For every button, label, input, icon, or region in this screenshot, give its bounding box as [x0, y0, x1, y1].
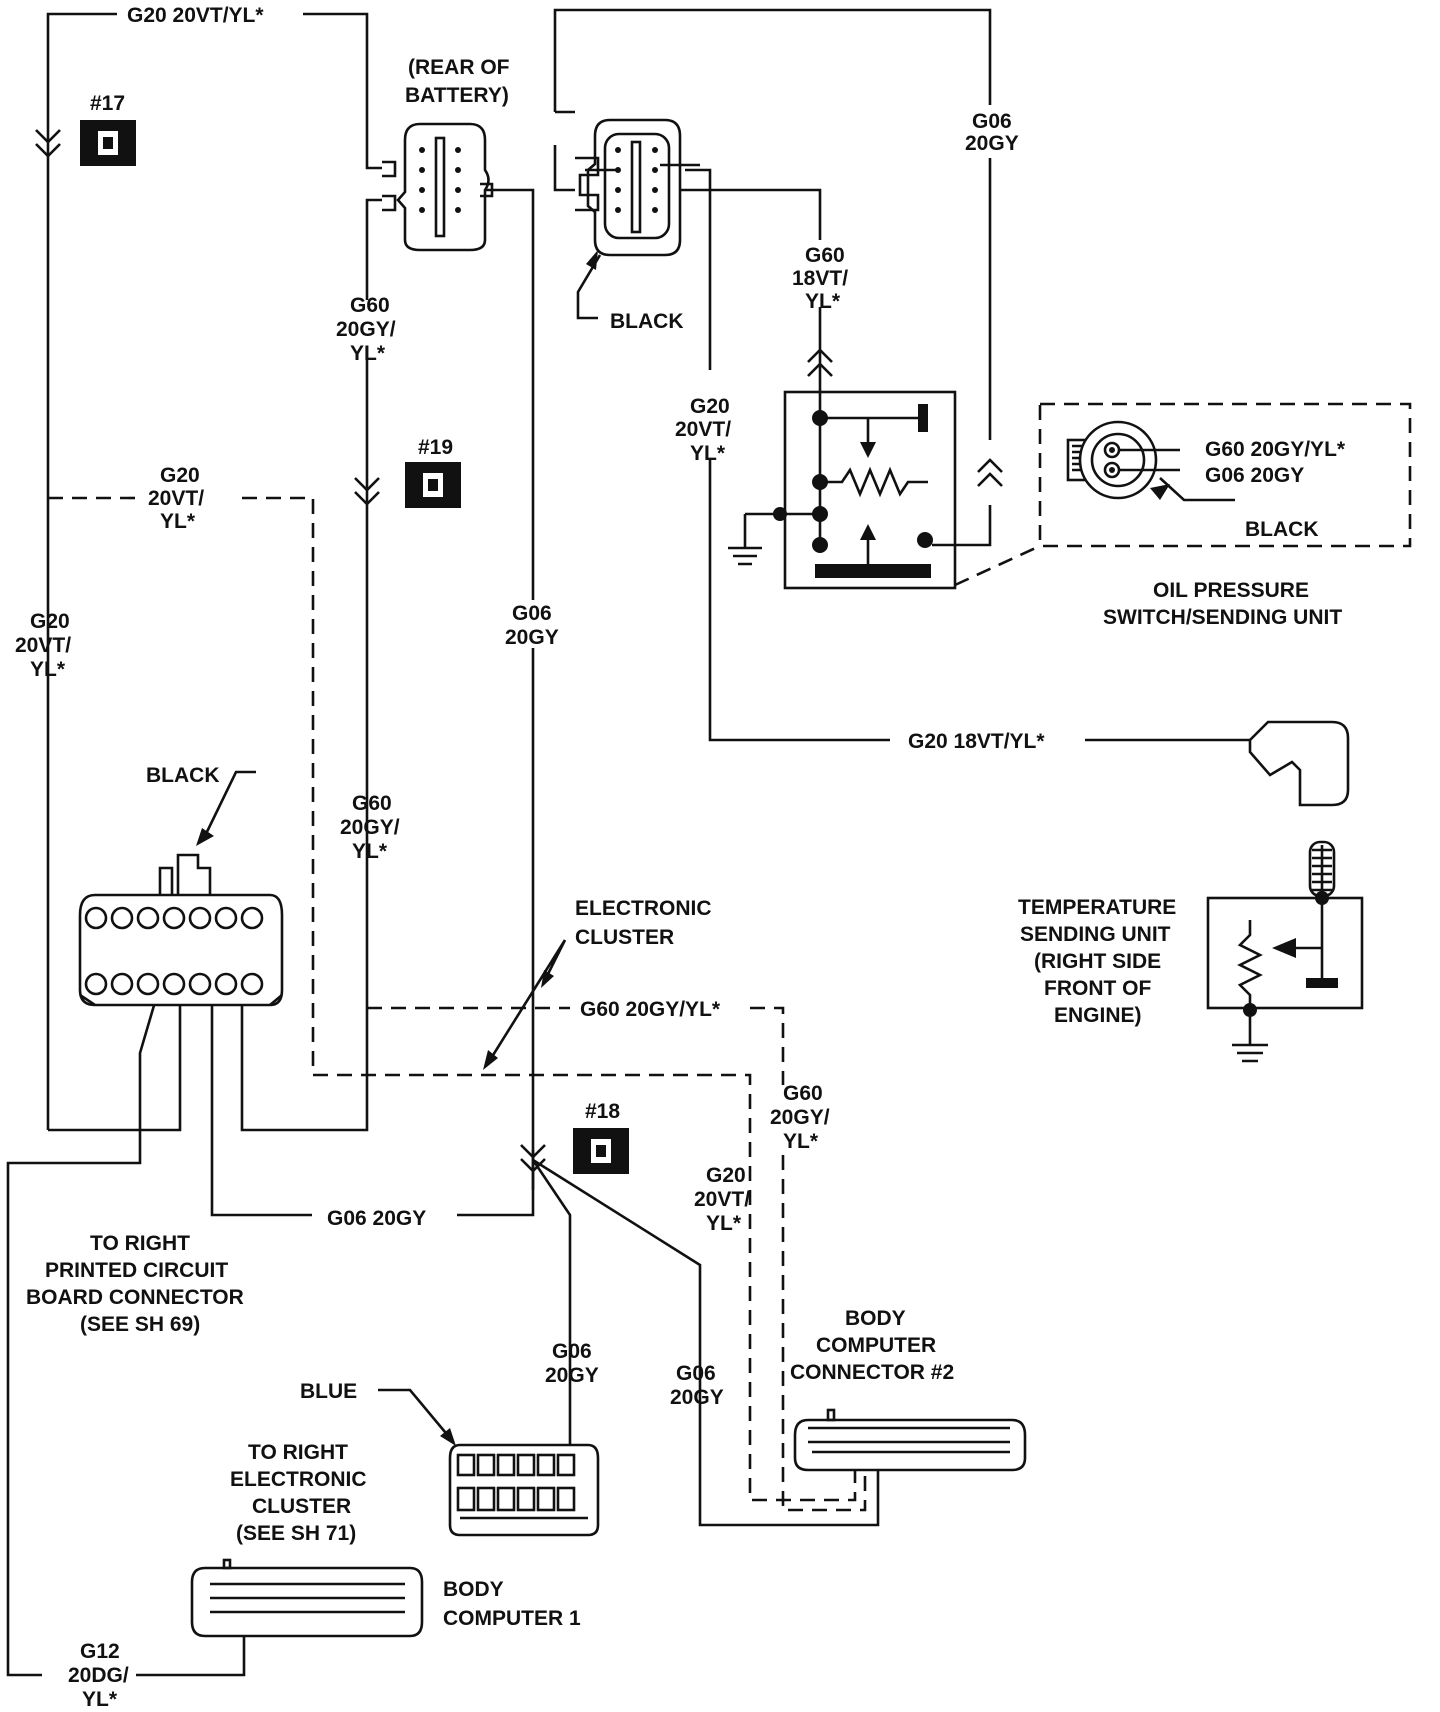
black-left-arrowhead [196, 828, 214, 846]
labels: G20 20VT/YL* #17 (REAR OF BATTERY) G06 2… [15, 4, 1346, 1711]
label-right-ec-4: (SEE SH 71) [236, 1522, 356, 1545]
label-g60-right-1: G60 [783, 1082, 823, 1105]
splice-18-badge [573, 1128, 629, 1174]
label-g20-left-2: 20VT/ [15, 634, 71, 657]
label-body-comp2-2: COMPUTER [816, 1334, 936, 1357]
label-oil-g06: G06 20GY [1205, 464, 1304, 487]
label-temp-2: SENDING UNIT [1020, 923, 1171, 946]
black-left-arrow [202, 770, 256, 839]
label-splice-17: #17 [90, 92, 125, 115]
label-g06-bc2-1: G06 [676, 1362, 716, 1385]
label-rear-of-battery-1: (REAR OF [408, 56, 510, 79]
body-computer-connector-2 [793, 1408, 1027, 1472]
label-g60-upper-2: 20GY/ [336, 318, 396, 341]
black-connector-top [575, 118, 700, 257]
label-g20-left-1: G20 [30, 610, 70, 633]
battery-connector [382, 122, 494, 252]
inline-connector-symbols [35, 129, 1003, 1173]
label-temp-3: (RIGHT SIDE [1034, 950, 1161, 973]
label-oil-title-1: OIL PRESSURE [1153, 579, 1309, 602]
label-g20-right-3: YL* [690, 442, 726, 465]
label-temp-1: TEMPERATURE [1018, 896, 1176, 919]
label-electronic-cluster-1: ELECTRONIC [575, 897, 712, 920]
label-right-pcb-1: TO RIGHT [90, 1232, 190, 1255]
label-g20-low-1: G20 [706, 1164, 746, 1187]
blue-arrow [378, 1388, 451, 1439]
label-g20-low-3: YL* [706, 1212, 742, 1235]
label-g60-lower-1: G60 [352, 792, 392, 815]
label-g20-mid-1: G20 [160, 464, 200, 487]
label-g06-bottom: G06 20GY [327, 1207, 426, 1230]
label-oil-title-2: SWITCH/SENDING UNIT [1103, 606, 1342, 629]
label-right-pcb-3: BOARD CONNECTOR [26, 1286, 244, 1309]
wires [6, 8, 1250, 1677]
label-g60-dashed: G60 20GY/YL* [580, 998, 721, 1021]
label-g20-left-3: YL* [30, 658, 66, 681]
label-temp-5: ENGINE) [1054, 1004, 1142, 1027]
body-computer-1-connector [190, 1558, 424, 1638]
label-g60-upper-1: G60 [350, 294, 390, 317]
splice-19-badge [405, 462, 461, 508]
label-right-ec-1: TO RIGHT [248, 1441, 348, 1464]
oil-pressure-switch-schematic [728, 390, 957, 590]
label-body-comp2-3: CONNECTOR #2 [790, 1361, 954, 1384]
label-g06-blue-2: 20GY [545, 1364, 599, 1387]
label-g60-18-3: YL* [805, 290, 841, 313]
label-g60-18-2: 18VT/ [792, 267, 848, 290]
label-g06-mid-1: G06 [512, 602, 552, 625]
label-g06-bc2-2: 20GY [670, 1386, 724, 1409]
label-g60-lower-2: 20GY/ [340, 816, 400, 839]
label-blue: BLUE [300, 1380, 357, 1403]
black-top-arrow [576, 254, 602, 320]
label-g20-low-2: 20VT/ [694, 1188, 750, 1211]
splice-17-badge [80, 120, 136, 166]
label-body-comp2-1: BODY [845, 1307, 906, 1330]
blue-arrowhead [440, 1428, 456, 1446]
cluster-connector-black [78, 853, 284, 1007]
label-g06-top-1: G06 [972, 110, 1012, 133]
label-right-pcb-2: PRINTED CIRCUIT [45, 1259, 228, 1282]
label-rear-of-battery-2: BATTERY) [405, 84, 509, 107]
label-oil-g60: G60 20GY/YL* [1205, 438, 1346, 461]
label-g60-upper-3: YL* [350, 342, 386, 365]
black-top-arrowhead [586, 250, 598, 270]
label-g12-2: 20DG/ [68, 1664, 129, 1687]
label-top-g20: G20 20VT/YL* [127, 4, 264, 27]
label-body-comp1-1: BODY [443, 1578, 504, 1601]
label-right-ec-3: CLUSTER [252, 1495, 351, 1518]
label-splice-18: #18 [585, 1100, 620, 1123]
oil-pressure-callout [954, 402, 1412, 587]
label-g60-right-3: YL* [783, 1130, 819, 1153]
label-splice-19: #19 [418, 436, 453, 459]
label-g06-blue-1: G06 [552, 1340, 592, 1363]
label-body-comp1-2: COMPUTER 1 [443, 1607, 581, 1630]
label-g20-18: G20 18VT/YL* [908, 730, 1045, 753]
label-black-left: BLACK [146, 764, 220, 787]
label-g20-mid-3: YL* [160, 510, 196, 533]
label-right-pcb-4: (SEE SH 69) [80, 1313, 200, 1336]
label-oil-black: BLACK [1245, 518, 1319, 541]
label-g12-1: G12 [80, 1640, 120, 1663]
label-electronic-cluster-2: CLUSTER [575, 926, 674, 949]
label-temp-4: FRONT OF [1044, 977, 1151, 1000]
label-g06-mid-2: 20GY [505, 626, 559, 649]
label-g60-lower-3: YL* [352, 840, 388, 863]
label-g60-right-2: 20GY/ [770, 1106, 830, 1129]
label-g20-right-2: 20VT/ [675, 418, 731, 441]
label-g06-top-2: 20GY [965, 132, 1019, 155]
label-g20-mid-2: 20VT/ [148, 487, 204, 510]
label-g20-right-1: G20 [690, 395, 730, 418]
blue-connector [448, 1443, 600, 1537]
label-black-top: BLACK [610, 310, 684, 333]
label-right-ec-2: ELECTRONIC [230, 1468, 367, 1491]
temperature-sending-unit [1206, 720, 1364, 1063]
label-g60-18-1: G60 [805, 244, 845, 267]
label-g12-3: YL* [82, 1688, 118, 1711]
electronic-cluster-arrows [483, 939, 567, 1070]
